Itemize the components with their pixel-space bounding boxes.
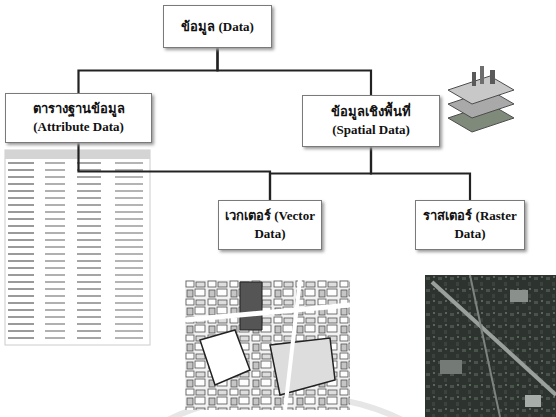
attribute-data-box: ตารางฐานข้อมูล (Attribute Data) [5, 93, 152, 143]
tree-connector [270, 147, 371, 200]
tree-connector [79, 143, 271, 200]
tree-connector [371, 147, 470, 200]
raster-data-box: ราสเตอร์ (Raster Data) [415, 200, 525, 250]
node-label: เวกเตอร์ (Vector Data) [224, 207, 316, 242]
layers-icon [448, 66, 514, 132]
tree-connector [218, 48, 372, 95]
spatial-data-box: ข้อมูลเชิงพื้นที่ (Spatial Data) [302, 95, 440, 147]
node-label: ข้อมูล (Data) [181, 18, 254, 36]
node-label: ราสเตอร์ (Raster Data) [421, 207, 519, 242]
vector-data-box: เวกเตอร์ (Vector Data) [218, 200, 322, 250]
node-label: ข้อมูลเชิงพื้นที่ (Spatial Data) [308, 103, 434, 138]
tree-connector [79, 48, 218, 93]
attribute-table-picture [5, 150, 150, 345]
raster-image-picture [425, 275, 556, 417]
vector-map-picture [185, 280, 350, 410]
node-label: ตารางฐานข้อมูล (Attribute Data) [11, 100, 146, 135]
data-box: ข้อมูล (Data) [163, 5, 272, 48]
